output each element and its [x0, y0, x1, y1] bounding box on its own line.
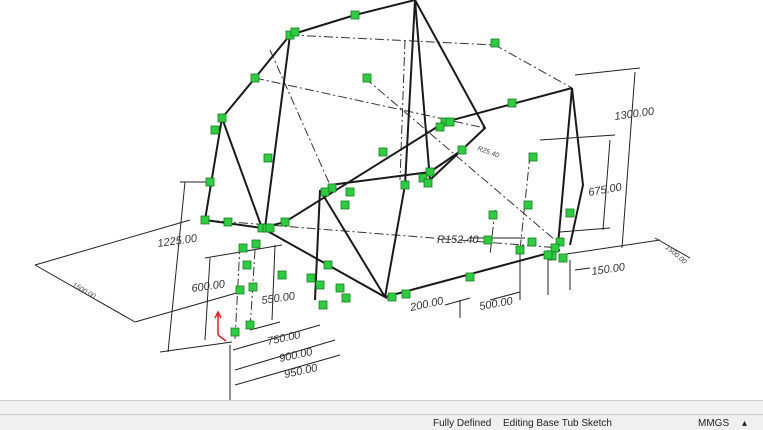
relation-marker-icon[interactable]	[223, 217, 233, 227]
status-divider	[0, 414, 763, 415]
relation-marker-icon[interactable]	[245, 320, 255, 330]
sketch-lines[interactable]	[204, 0, 585, 301]
dim-1225[interactable]: 1225.00	[157, 232, 199, 250]
relation-marker-icon[interactable]	[527, 237, 537, 247]
relation-marker-icon[interactable]	[445, 117, 455, 127]
relation-marker-icon[interactable]	[457, 145, 467, 155]
relation-marker-icon[interactable]	[565, 208, 575, 218]
relation-marker-icon[interactable]	[488, 210, 498, 220]
relation-marker-icon[interactable]	[523, 200, 533, 210]
relation-marker-icon[interactable]	[280, 217, 290, 227]
unit-system[interactable]: MMGS	[698, 418, 730, 429]
relation-marker-icon[interactable]	[507, 98, 517, 108]
dim-150[interactable]: 150.00	[591, 261, 627, 278]
dim-950[interactable]: 950.00	[283, 362, 319, 381]
relation-marker-icon[interactable]	[387, 292, 397, 302]
relation-marker-icon[interactable]	[350, 10, 360, 20]
relation-marker-icon[interactable]	[425, 167, 435, 177]
origin-icon	[214, 310, 227, 342]
relation-marker-icon[interactable]	[335, 283, 345, 293]
relation-marker-icon[interactable]	[205, 177, 215, 187]
dimension-lines	[34, 67, 691, 400]
relation-marker-icon[interactable]	[315, 280, 325, 290]
sketch-state: Fully Defined	[433, 418, 492, 429]
relation-marker-icon[interactable]	[251, 239, 261, 249]
dim-900[interactable]: 900.00	[278, 346, 314, 365]
relation-marker-icon[interactable]	[320, 187, 330, 197]
relation-marker-icon[interactable]	[423, 178, 433, 188]
relation-marker-icon[interactable]	[543, 250, 553, 260]
dim-600[interactable]: 600.00	[191, 278, 227, 295]
relation-marker-icon[interactable]	[345, 187, 355, 197]
relation-marker-icon[interactable]	[490, 38, 500, 48]
unit-menu-arrow-icon[interactable]: ▴	[742, 418, 748, 429]
dim-550[interactable]: 550.00	[261, 290, 297, 307]
relation-marker-icon[interactable]	[242, 260, 252, 270]
relation-marker-icon[interactable]	[483, 235, 493, 245]
editing-mode: Editing Base Tub Sketch	[503, 418, 612, 429]
dim-750[interactable]: 750.00	[266, 329, 302, 348]
dim-675[interactable]: 675.00	[587, 181, 623, 199]
relation-marker-icon[interactable]	[558, 253, 568, 263]
relation-marker-icon[interactable]	[528, 152, 538, 162]
relation-marker-icon[interactable]	[230, 327, 240, 337]
dim-500[interactable]: 500.00	[478, 295, 514, 313]
relation-marker-icon[interactable]	[341, 293, 351, 303]
relation-marker-icon[interactable]	[248, 282, 258, 292]
relation-marker-icon[interactable]	[400, 180, 410, 190]
dim-left-skew[interactable]: 1500.00	[71, 282, 97, 301]
relation-marker-icon[interactable]	[238, 243, 248, 253]
relation-marker-icon[interactable]	[340, 200, 350, 210]
relation-markers[interactable]	[200, 10, 575, 337]
relation-marker-icon[interactable]	[555, 237, 565, 247]
relation-marker-icon[interactable]	[265, 223, 275, 233]
status-bar: Fully Defined Editing Base Tub Sketch MM…	[0, 400, 763, 430]
relation-marker-icon[interactable]	[378, 147, 388, 157]
dim-1300[interactable]: 1300.00	[614, 105, 656, 123]
relation-marker-icon[interactable]	[235, 285, 245, 295]
relation-marker-icon[interactable]	[217, 113, 227, 123]
dim-r152[interactable]: R152.40	[437, 234, 479, 246]
relation-marker-icon[interactable]	[401, 289, 411, 299]
relation-marker-icon[interactable]	[362, 73, 372, 83]
relation-marker-icon[interactable]	[318, 300, 328, 310]
relation-marker-icon[interactable]	[323, 260, 333, 270]
dimension-labels[interactable]: 1225.00 600.00 550.00 750.00 900.00 950.…	[71, 105, 688, 381]
sketch-canvas[interactable]: 1225.00 600.00 550.00 750.00 900.00 950.…	[0, 0, 763, 400]
relation-marker-icon[interactable]	[306, 273, 316, 283]
dim-200[interactable]: 200.00	[408, 295, 445, 314]
dim-r25[interactable]: R25.40	[476, 145, 500, 159]
relation-marker-icon[interactable]	[263, 153, 273, 163]
relation-marker-icon[interactable]	[418, 173, 428, 183]
relation-marker-icon[interactable]	[250, 73, 260, 83]
relation-marker-icon[interactable]	[210, 125, 220, 135]
relation-marker-icon[interactable]	[435, 122, 445, 132]
relation-marker-icon[interactable]	[515, 245, 525, 255]
relation-marker-icon[interactable]	[465, 272, 475, 282]
relation-marker-icon[interactable]	[290, 27, 300, 37]
relation-marker-icon[interactable]	[277, 270, 287, 280]
relation-marker-icon[interactable]	[200, 215, 210, 225]
